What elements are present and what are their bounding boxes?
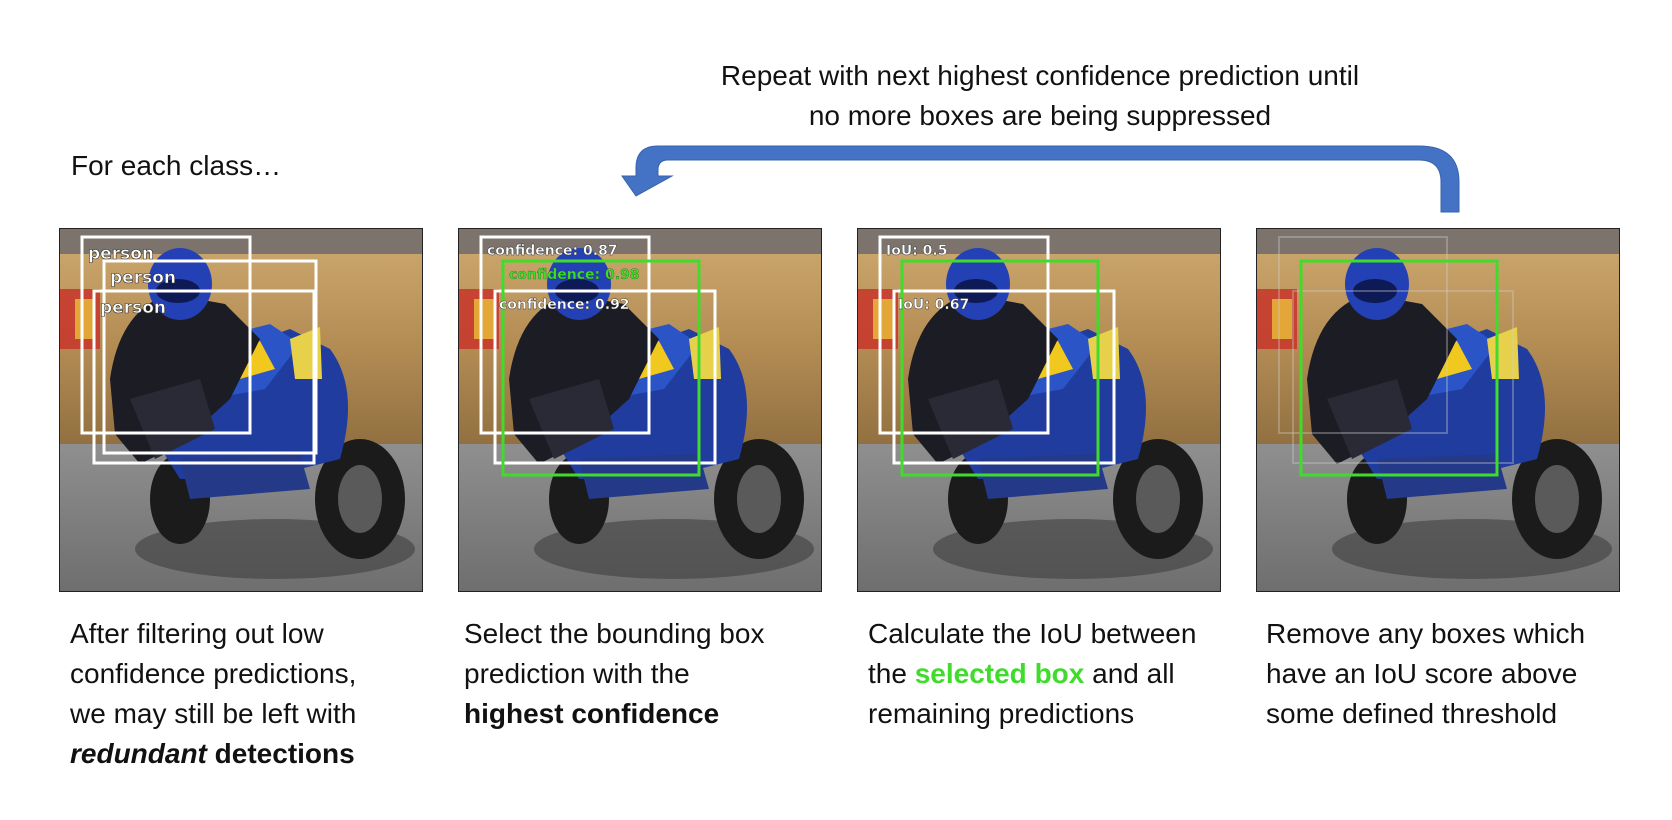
caption-2-line1: Select the bounding box <box>464 618 765 649</box>
iou-label-2: IoU: 0.67 <box>898 297 969 313</box>
caption-4-line3: some defined threshold <box>1266 698 1558 729</box>
caption-3-line3: remaining predictions <box>868 698 1135 729</box>
iou-label-1: IoU: 0.5 <box>886 243 947 259</box>
box-1 <box>878 235 1050 435</box>
box-1 <box>80 235 252 435</box>
panel-2-image: confidence: 0.87 confidence: 0.98 confid… <box>459 229 821 591</box>
panel-4-image <box>1257 229 1619 591</box>
caption-2-line3: highest confidence <box>464 694 844 734</box>
repeat-note-line1: Repeat with next highest confidence pred… <box>720 60 1360 91</box>
confidence-label-1: confidence: 0.87 <box>487 243 618 259</box>
caption-3-post: and all <box>1092 658 1175 689</box>
panel-1-image: person person person <box>60 229 422 591</box>
panel-3-image: IoU: 0.5 IoU: 0.67 <box>858 229 1220 591</box>
panel-remove-boxes <box>1256 228 1620 592</box>
caption-4: Remove any boxes which have an IoU score… <box>1266 614 1646 734</box>
caption-3-line2: the selected box and all <box>868 654 1248 694</box>
caption-2: Select the bounding box prediction with … <box>464 614 844 734</box>
box-3 <box>92 289 316 465</box>
suppressed-box-1 <box>1278 236 1448 434</box>
selected-box <box>501 259 701 477</box>
caption-2-line2: prediction with the <box>464 658 690 689</box>
caption-1-line4: redundant detections <box>70 734 450 774</box>
box-3 <box>892 289 1116 465</box>
caption-3-pre: the <box>868 658 907 689</box>
repeat-note-line2: no more boxes are being suppressed <box>808 100 1272 131</box>
caption-1-italic: redundant <box>70 738 207 769</box>
caption-4-line2: have an IoU score above <box>1266 658 1578 689</box>
panel-redundant-detections: person person person <box>59 228 423 592</box>
caption-1: After filtering out low confidence predi… <box>70 614 450 774</box>
caption-1-line2: confidence predictions, <box>70 658 357 689</box>
caption-1-line3: we may still be left with <box>70 698 357 729</box>
loop-arrow-shape <box>621 145 1460 213</box>
selected-box <box>900 259 1100 477</box>
caption-4-line1: Remove any boxes which <box>1266 618 1586 649</box>
caption-3-line1: Calculate the IoU between <box>868 618 1197 649</box>
caption-3-selected-box: selected box <box>914 658 1085 689</box>
confidence-label-selected: confidence: 0.98 <box>509 267 640 283</box>
caption-1-line1: After filtering out low <box>70 618 324 649</box>
caption-1-bold: detections <box>214 738 355 769</box>
caption-3: Calculate the IoU between the selected b… <box>868 614 1248 734</box>
panel-highest-confidence: confidence: 0.87 confidence: 0.98 confid… <box>458 228 822 592</box>
intro-text: For each class… <box>71 150 282 181</box>
suppressed-box-3 <box>1292 290 1514 464</box>
box-label-3: person <box>100 298 166 318</box>
panel-iou-calculation: IoU: 0.5 IoU: 0.67 <box>857 228 1221 592</box>
selected-box <box>1299 259 1499 477</box>
box-2 <box>102 259 318 455</box>
caption-2-bold: highest confidence <box>464 698 720 729</box>
box-3 <box>493 289 717 465</box>
confidence-label-3: confidence: 0.92 <box>499 297 630 313</box>
box-label-2: person <box>110 268 176 288</box>
box-1 <box>479 235 651 435</box>
repeat-note: Repeat with next highest confidence pred… <box>600 56 1480 136</box>
box-label-1: person <box>88 244 154 264</box>
